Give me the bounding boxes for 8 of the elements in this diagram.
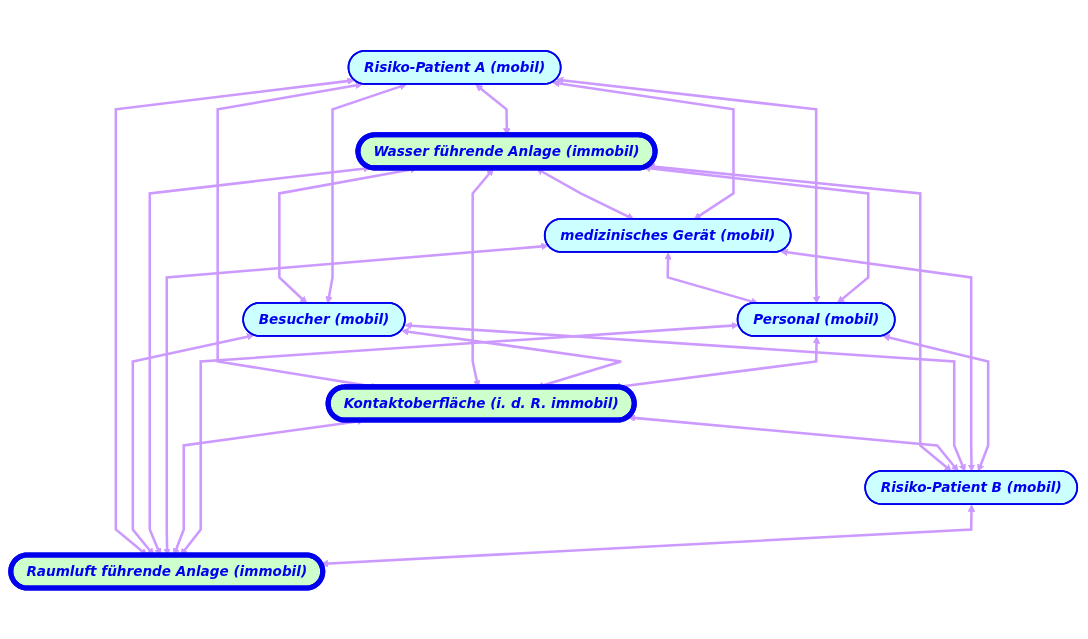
- arrow: [404, 322, 966, 472]
- arrow: [556, 76, 821, 304]
- arrow: [536, 168, 635, 220]
- arrow: [552, 79, 735, 220]
- arrow: [627, 414, 959, 472]
- arrow: [780, 248, 976, 472]
- arrow: [325, 83, 407, 304]
- arrow: [882, 334, 990, 472]
